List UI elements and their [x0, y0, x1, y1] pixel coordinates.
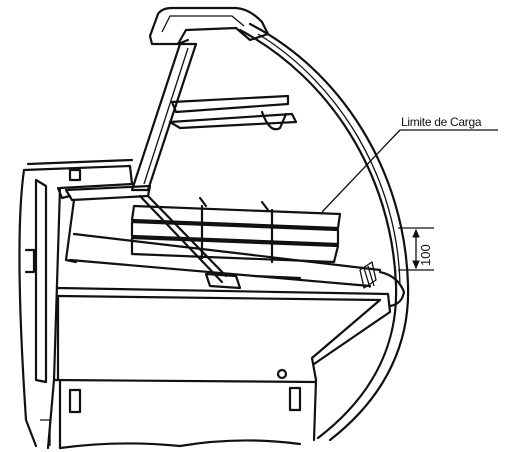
product-load-grid: [130, 196, 342, 264]
display-deck: [56, 272, 392, 382]
lower-base: [52, 368, 318, 450]
load-limit-label: Limite de Carga: [401, 115, 482, 129]
rear-support-arm: [130, 42, 198, 192]
curved-front-glass: [238, 22, 410, 442]
top-canopy: [148, 6, 270, 46]
height-dimension-label: 100: [418, 244, 433, 266]
light-bracket: [168, 94, 298, 131]
height-dimension: [398, 227, 434, 271]
load-limit-leader: [321, 129, 498, 213]
cabinet-body: [18, 158, 134, 450]
front-grill: [359, 261, 406, 308]
